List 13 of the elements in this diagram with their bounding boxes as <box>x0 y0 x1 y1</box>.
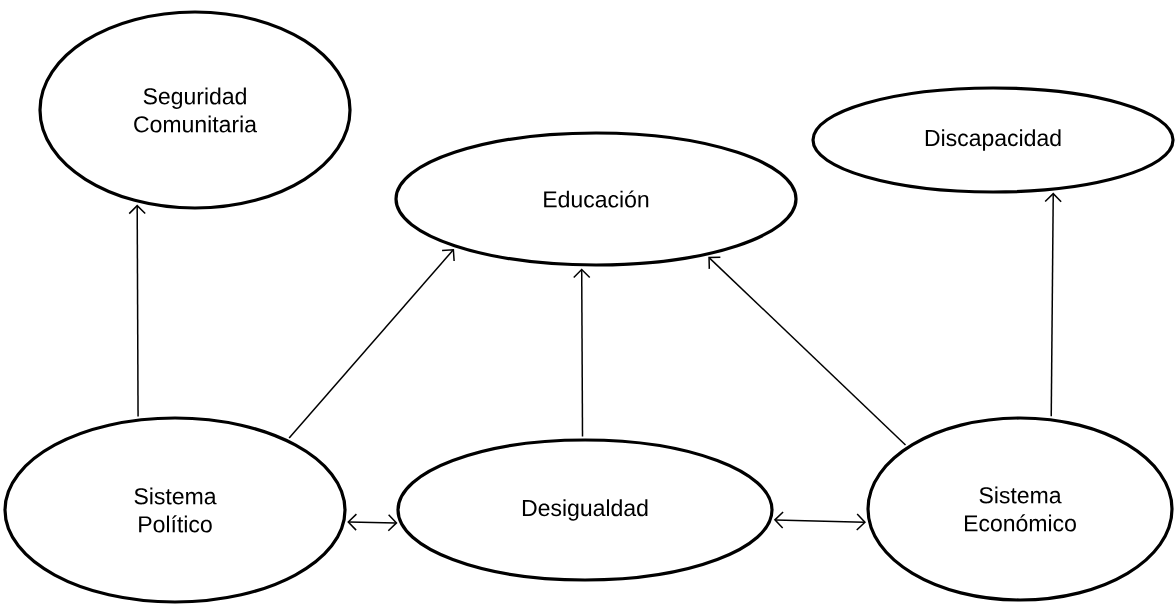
double-arrow <box>347 513 398 532</box>
arrow <box>1044 192 1062 418</box>
double-arrow <box>773 511 866 531</box>
arrow <box>288 248 455 439</box>
ellipse-node: Educación <box>394 131 798 267</box>
ellipse-node: Sistema Político <box>3 416 347 604</box>
arrow <box>573 268 591 438</box>
arrow <box>708 256 907 446</box>
ellipse-node: Discapacidad <box>811 86 1175 194</box>
ellipse-node: Desigualdad <box>396 438 774 582</box>
ellipse-node: Seguridad Comunitaria <box>38 10 352 210</box>
ellipse-node: Sistema Económico <box>866 416 1174 602</box>
arrow <box>128 204 146 418</box>
